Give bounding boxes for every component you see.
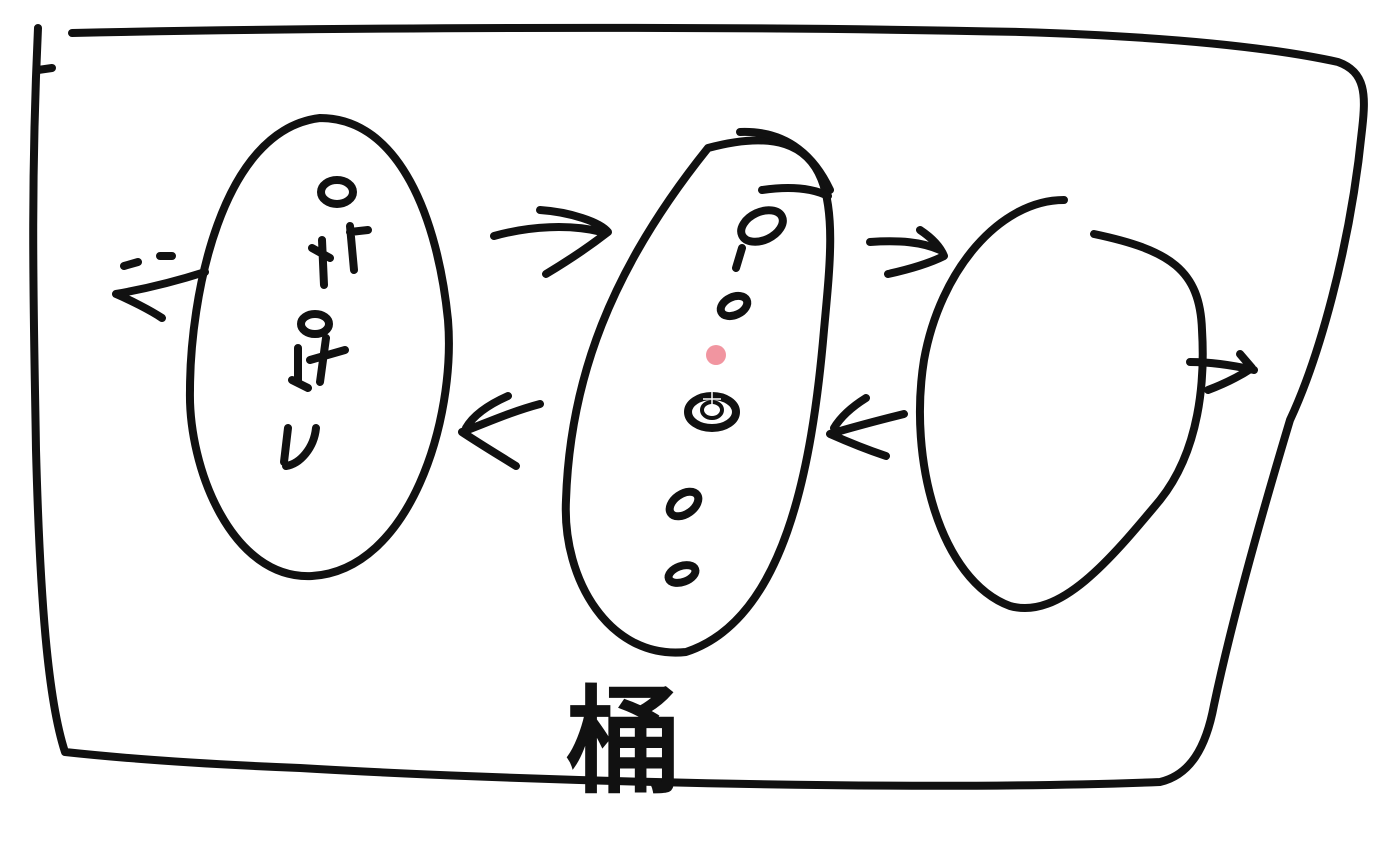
crosshair-icon (703, 390, 721, 408)
arrow-middle-to-left (458, 392, 544, 470)
middle-oval-mark-1 (732, 244, 746, 272)
arrow-right-out (1186, 350, 1258, 394)
container-outline (29, 23, 1368, 790)
middle-oval-top-stroke-2 (758, 184, 832, 200)
middle-oval (561, 136, 835, 657)
left-oval-mark-3 (280, 424, 320, 470)
left-oval-dot-1 (317, 176, 357, 208)
arrow-left-out (112, 252, 209, 322)
arrow-middle-to-right (866, 226, 948, 278)
left-oval-mark-2 (288, 334, 349, 392)
middle-oval-dot-2 (716, 291, 752, 321)
middle-oval-dot-5 (664, 561, 700, 587)
arrow-right-to-middle (826, 394, 908, 460)
container-corner-tick (34, 64, 56, 74)
middle-oval-top-stroke (736, 127, 834, 194)
bottom-label: 桶 (566, 674, 682, 810)
middle-oval-dot-4 (665, 487, 703, 521)
cursor-dot (706, 345, 726, 365)
middle-oval-dot-1 (737, 206, 787, 246)
right-oval (915, 196, 1207, 612)
arrow-left-to-middle (490, 206, 612, 278)
left-oval-mark-1 (308, 222, 372, 289)
left-oval-dot-2 (297, 310, 333, 338)
